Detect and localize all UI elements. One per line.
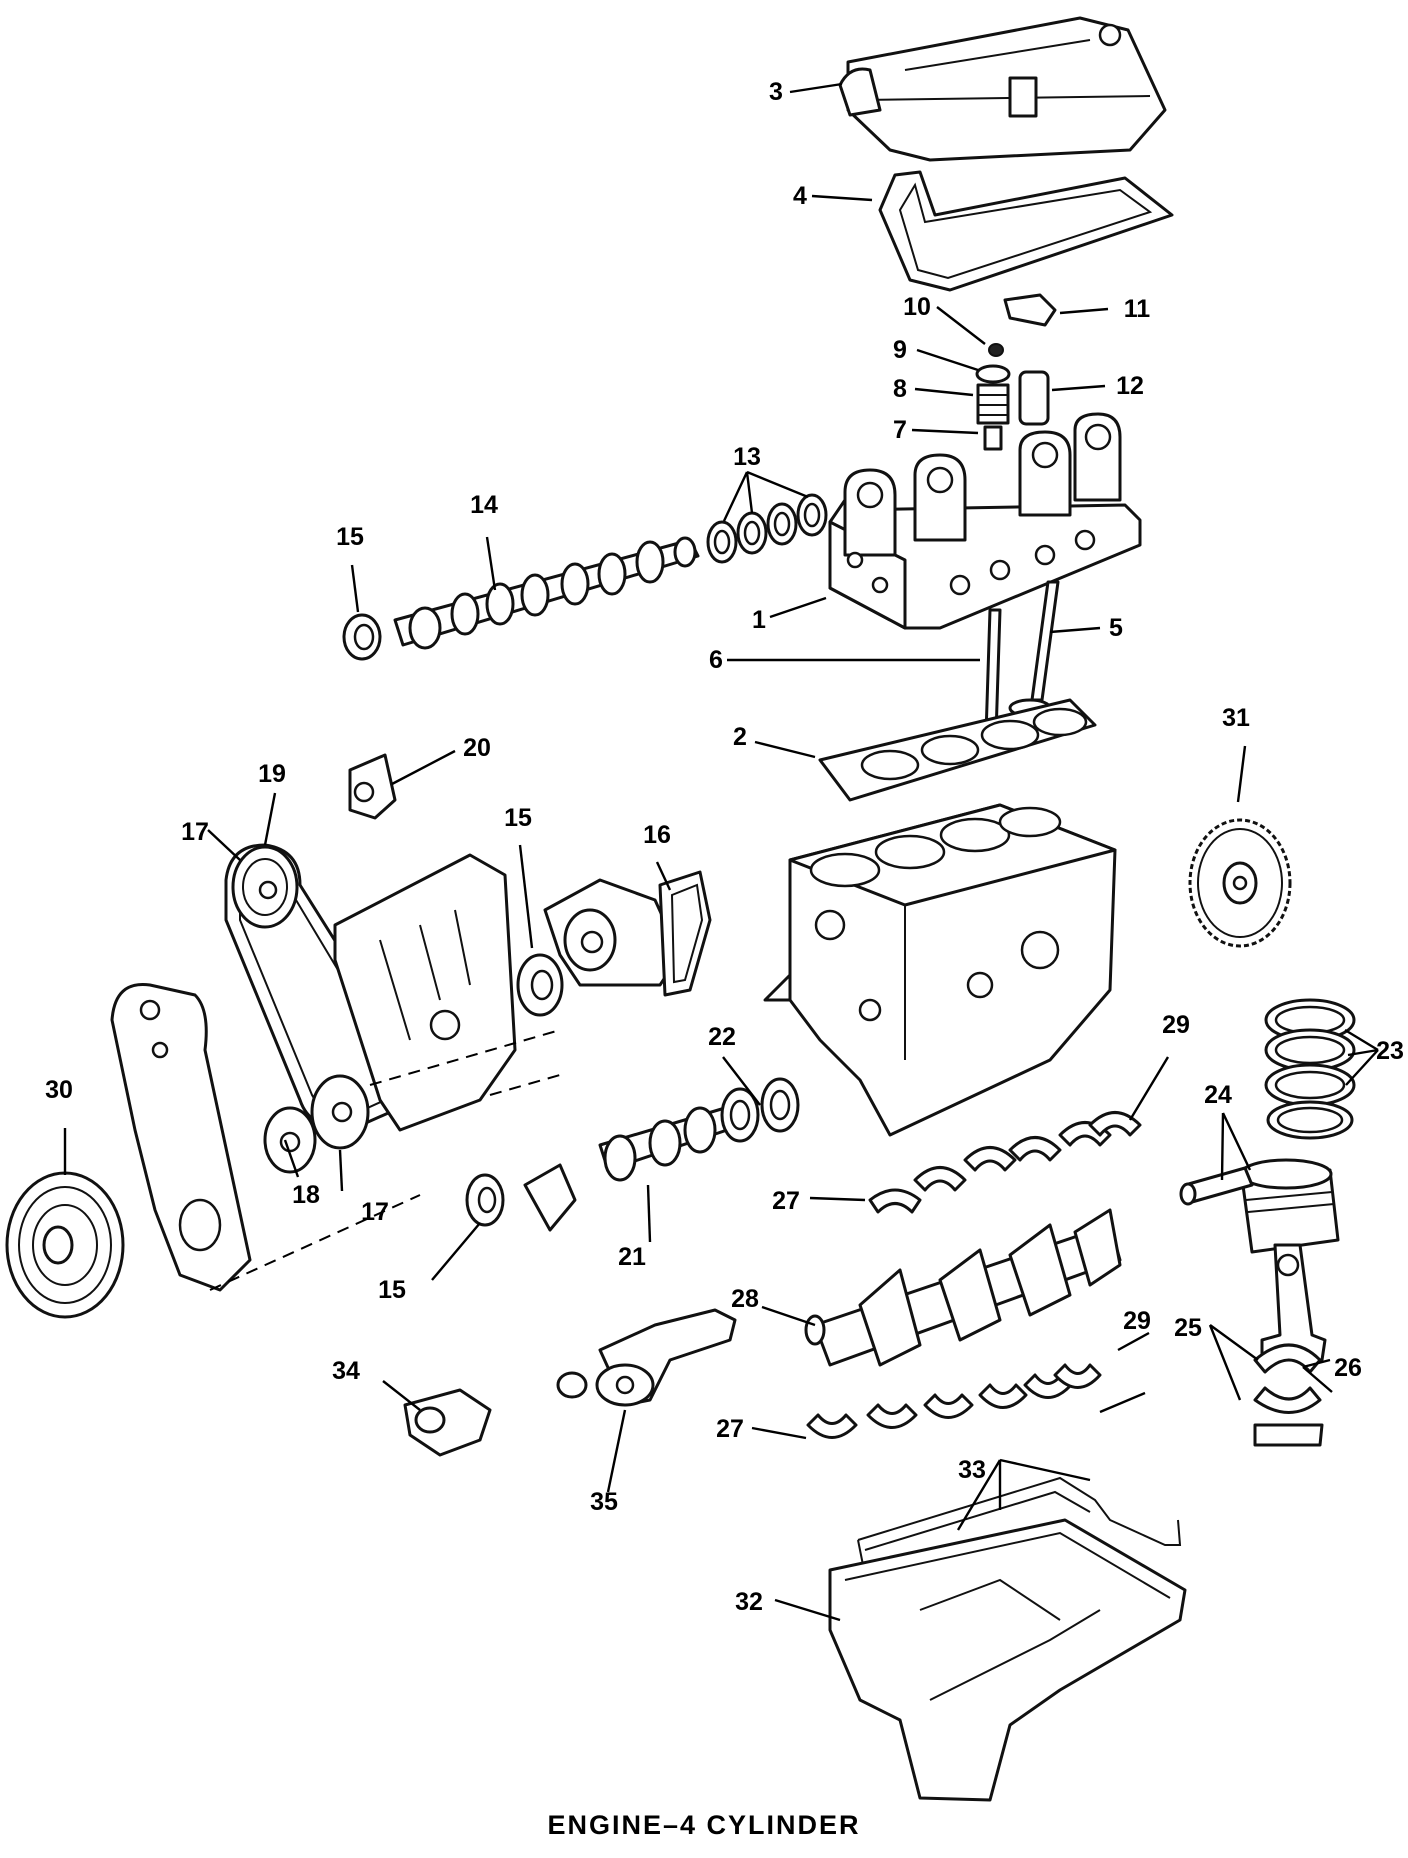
crankshaft-pulley: [5, 1171, 125, 1319]
callout-23: 23: [1376, 1037, 1404, 1065]
belt-guide-bracket: [348, 753, 397, 820]
crankshaft-sprocket: [310, 1074, 370, 1150]
callout-20: 20: [463, 734, 491, 762]
callout-12: 12: [1116, 372, 1144, 400]
valve-keepers: [988, 343, 1004, 357]
outer-timing-cover: [110, 982, 252, 1292]
callout-19: 19: [258, 760, 286, 788]
callout-24: 24: [1204, 1081, 1232, 1109]
hydraulic-lifter: [1018, 370, 1050, 426]
callout-15-intermediate: 15: [378, 1276, 406, 1304]
oil-pump: [556, 1308, 737, 1407]
valve-spring: [976, 383, 1010, 425]
water-pump-seal: [516, 953, 564, 1017]
callout-2: 2: [733, 723, 747, 751]
piston-pin: [1179, 1166, 1254, 1206]
intake-valve: [1008, 580, 1060, 718]
intermediate-shaft-seal: [465, 1173, 505, 1227]
water-pump-gasket: [658, 870, 712, 997]
water-pump: [543, 878, 682, 987]
tensioner-pulley: [263, 1106, 317, 1174]
callout-30: 30: [45, 1076, 73, 1104]
callout-6: 6: [709, 646, 723, 674]
camshaft-bearings: [706, 493, 828, 564]
flywheel: [1188, 818, 1292, 948]
callout-25: 25: [1174, 1314, 1202, 1342]
piston-rings: [1264, 998, 1356, 1140]
callout-29-upper: 29: [1162, 1011, 1190, 1039]
callout-33: 33: [958, 1456, 986, 1484]
engine-block: [763, 803, 1117, 1137]
callout-8: 8: [893, 375, 907, 403]
leader-lines: [63, 82, 1379, 1622]
callout-14: 14: [470, 491, 498, 519]
camshaft: [393, 536, 700, 650]
callout-13: 13: [733, 443, 761, 471]
oil-pressure-sender: [403, 1388, 492, 1457]
timing-cover-inner: [333, 853, 517, 1132]
callout-17-lower: 17: [361, 1198, 389, 1226]
camshaft-sprocket: [231, 845, 299, 929]
intermediate-shaft-cover: [523, 1163, 577, 1232]
valve-spring-retainer: [975, 364, 1011, 384]
rod-bearings: [1253, 1343, 1324, 1447]
callout-29-lower: 29: [1123, 1307, 1151, 1335]
callout-17-upper: 17: [181, 818, 209, 846]
thrust-bearing-upper: [868, 1188, 922, 1214]
valve-cover-gasket: [878, 170, 1174, 292]
callout-11: 11: [1124, 295, 1151, 323]
piston: [1239, 1158, 1340, 1254]
oil-pan: [828, 1518, 1187, 1802]
diagram-caption: ENGINE–4 CYLINDER: [547, 1810, 861, 1840]
callout-5: 5: [1109, 614, 1123, 642]
head-gasket: [818, 698, 1097, 802]
cylinder-head: [828, 412, 1142, 630]
main-bearings-upper: [913, 1111, 1142, 1192]
callout-7: 7: [893, 416, 907, 444]
camshaft-seal-upper: [342, 613, 382, 661]
callout-10: 10: [903, 293, 931, 321]
callout-15-camshaft: 15: [336, 523, 364, 551]
callout-34: 34: [332, 1357, 360, 1385]
callout-16: 16: [643, 821, 671, 849]
valve-stem-seal: [983, 425, 1003, 451]
callout-3: 3: [769, 78, 783, 106]
callout-numbers: 1 2 3 4 5 6 7 8 9 10 11 12 13 14 15 15 1…: [45, 78, 1404, 1616]
callout-4: 4: [793, 182, 807, 210]
callout-27-upper: 27: [772, 1187, 800, 1215]
callout-22: 22: [708, 1023, 736, 1051]
callout-31: 31: [1222, 704, 1250, 732]
callout-9: 9: [893, 336, 907, 364]
callout-32: 32: [735, 1588, 763, 1616]
callout-15-water-pump: 15: [504, 804, 532, 832]
alignment-lines: [209, 1029, 561, 1291]
rocker-arm: [1003, 293, 1057, 327]
crankshaft: [804, 1208, 1122, 1367]
connecting-rod: [1260, 1243, 1327, 1362]
callout-28: 28: [731, 1285, 759, 1313]
callout-35: 35: [590, 1488, 618, 1516]
callout-18: 18: [292, 1181, 320, 1209]
main-bearings-lower: [806, 1363, 1102, 1439]
callout-21: 21: [618, 1243, 646, 1271]
callout-27-lower: 27: [716, 1415, 744, 1443]
valve-cover: [838, 16, 1167, 162]
intermediate-shaft-bearings: [720, 1077, 800, 1143]
callout-1: 1: [752, 606, 766, 634]
callout-26: 26: [1334, 1354, 1362, 1382]
